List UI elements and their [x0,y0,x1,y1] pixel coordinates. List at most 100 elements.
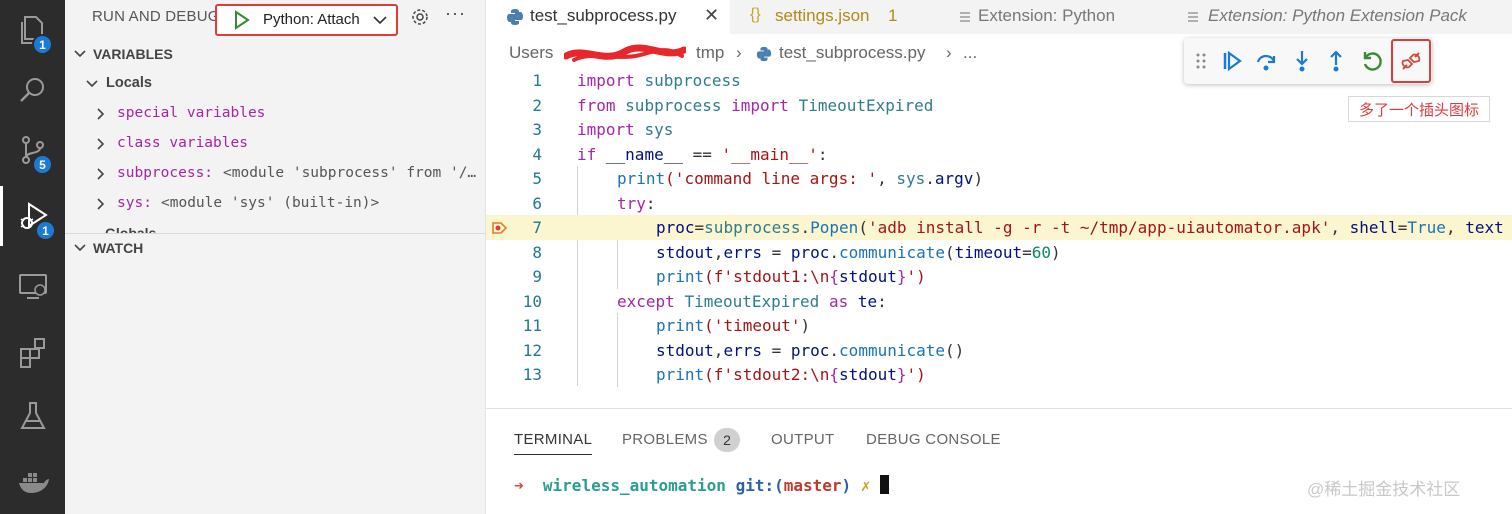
line-number: 12 [522,340,542,360]
tab-extension-python[interactable]: Extension: Python [940,0,1168,34]
line-number: 8 [532,242,542,262]
run-debug-sidebar: RUN AND DEBUG Python: Attach ··· VARIABL… [65,0,486,514]
tab-debug-console[interactable]: DEBUG CONSOLE [866,431,1001,448]
code-line[interactable]: 1 import subprocess [486,68,1512,93]
source-control-button[interactable]: 5 [0,120,65,180]
disconnect-plug-icon[interactable] [1399,49,1423,73]
run-debug-badge: 1 [35,220,56,241]
watch-section-header[interactable]: WATCH [65,236,485,262]
extensions-button[interactable] [0,322,65,382]
line-number: 3 [532,120,542,139]
code-editor[interactable]: 1 import subprocess 2 from subprocess im… [486,68,1512,408]
breadcrumb-symbols[interactable]: ... [963,43,978,62]
redaction-scribble [564,44,686,62]
files-icon [20,16,43,44]
preview-icon [960,12,970,22]
continue-icon[interactable] [1220,49,1244,73]
chevron-right-icon [97,168,105,180]
indent-guide [617,313,618,387]
code-line[interactable]: 12 stdout,errs = proc.communicate() [486,338,1512,363]
tab-extension-python-pack[interactable]: Extension: Python Extension Pack [1168,0,1512,34]
current-line[interactable]: 7 proc=subprocess.Popen('adb install -g … [486,215,1512,240]
line-number: 4 [532,144,542,164]
code-line[interactable]: 13 print(f'stdout2:\n{stdout}') [486,362,1512,387]
breadcrumb-root[interactable]: Users [509,43,554,62]
launch-config-dropdown[interactable]: Python: Attach [215,4,398,36]
code-line[interactable]: 8 stdout,errs = proc.communicate(timeout… [486,240,1512,265]
variable-row[interactable]: special variables [65,100,485,128]
docker-icon [18,473,49,493]
annotation-label: 多了一个插头图标 [1348,96,1490,122]
run-debug-button[interactable]: 1 [0,186,65,246]
explorer-button[interactable]: 1 [0,0,65,60]
tab-terminal[interactable]: TERMINAL [514,431,593,455]
tab-label: settings.json [775,6,870,25]
tab-settings-json[interactable]: {} settings.json 1 [730,0,940,34]
line-number: 10 [522,291,542,311]
json-file-icon: {} [750,6,761,23]
remote-explorer-button[interactable] [0,256,65,316]
variable-row[interactable]: sys: <module 'sys' (built-in)> [65,190,485,218]
line-number: 1 [532,71,542,90]
tab-problem-count: 1 [888,6,898,25]
activity-bar: 1 5 1 [0,0,65,514]
terminal-prompt[interactable]: ➜ wireless_automation git:(master) ✗ [514,475,890,495]
variable-name: subprocess: [117,165,214,181]
chevron-down-icon [74,244,86,252]
code-line[interactable]: 11 print('timeout') [486,313,1512,338]
watermark: @稀土掘金技术社区 [1307,480,1461,499]
variables-section-header[interactable]: VARIABLES [65,42,485,68]
code-line[interactable]: 9 print(f'stdout1:\n{stdout}') [486,264,1512,289]
step-over-icon[interactable] [1254,49,1278,73]
globals-scope[interactable]: Globals [105,226,157,234]
indent-guide [617,215,618,289]
breadcrumb-folder[interactable]: tmp [696,43,725,62]
code-line[interactable]: 4 if __name__ == '__main__': [486,142,1512,167]
tab-problems[interactable]: PROBLEMS [622,431,708,448]
gear-icon[interactable] [409,6,431,28]
search-button[interactable] [0,60,65,120]
variable-name: special variables [117,105,266,121]
play-icon[interactable] [233,10,251,30]
line-number: 2 [532,95,542,115]
drag-handle-icon[interactable] [1196,52,1206,70]
code-line[interactable]: 3 import sys [486,117,1512,142]
docker-button[interactable] [0,452,65,512]
tab-test-subprocess[interactable]: test_subprocess.py ✕ [486,0,730,34]
code-line[interactable]: 2 from subprocess import TimeoutExpired [486,93,1512,118]
line-number: 13 [522,365,542,384]
debug-toolbar [1184,38,1432,84]
code-line[interactable]: 5 print('command line args: ', sys.argv) [486,166,1512,191]
sidebar-title: RUN AND DEBUG [92,8,220,25]
python-file-icon [507,9,523,25]
tab-output[interactable]: OUTPUT [771,431,835,448]
more-actions-icon[interactable]: ··· [445,3,466,23]
line-number: 9 [532,267,542,286]
variable-row[interactable]: subprocess: <module 'subprocess' from '/… [65,160,485,188]
editor-tab-bar: test_subprocess.py ✕ {} settings.json 1 … [486,0,1512,34]
chevron-down-icon [74,50,86,58]
explorer-badge: 1 [32,34,53,55]
restart-icon[interactable] [1360,49,1384,73]
testing-button[interactable] [0,386,65,446]
code-line[interactable]: 10 except TimeoutExpired as te: [486,289,1512,314]
line-number: 11 [522,316,542,335]
breadcrumb-separator: › [946,43,952,62]
code-line[interactable]: 6 try: [486,191,1512,216]
step-into-icon[interactable] [1290,49,1314,73]
sidebar-header: RUN AND DEBUG Python: Attach ··· [65,0,485,36]
breadcrumb-file[interactable]: test_subprocess.py [779,43,926,62]
variable-row[interactable]: class variables [65,130,485,158]
chevron-right-icon [97,138,105,150]
chevron-down-icon [86,80,98,88]
breakpoint-stopped-icon[interactable] [491,220,507,236]
problems-badge: 2 [714,428,740,452]
line-number: 5 [532,169,542,188]
line-number: 7 [532,218,542,237]
locals-scope[interactable]: Locals [65,70,485,98]
python-file-icon [756,46,772,62]
variables-label: VARIABLES [93,46,173,62]
step-out-icon[interactable] [1324,49,1348,73]
chevron-down-icon [373,16,387,25]
close-icon[interactable]: ✕ [704,5,720,25]
